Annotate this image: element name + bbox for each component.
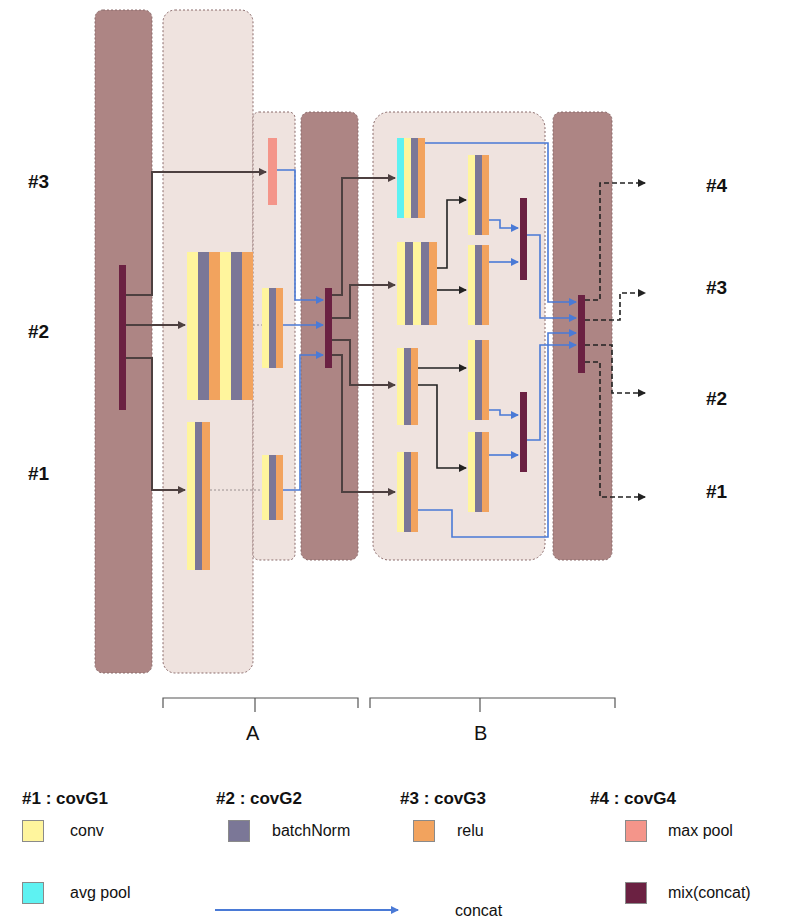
side-number: #2 xyxy=(28,322,49,343)
side-number: #1 xyxy=(706,482,727,503)
side-number: #3 xyxy=(706,278,727,299)
side-number: #2 xyxy=(706,389,727,410)
group-key: #4 : covG4 xyxy=(590,790,676,809)
legend-swatch xyxy=(22,882,44,904)
side-number: #3 xyxy=(28,172,49,193)
legend-text: avg pool xyxy=(70,884,131,902)
legend-swatch xyxy=(625,820,647,842)
legend-text: conv xyxy=(70,822,104,840)
part-letter: A xyxy=(246,722,259,744)
part-letter: B xyxy=(474,722,487,744)
legend-text: batchNorm xyxy=(272,822,350,840)
group-key: #2 : covG2 xyxy=(216,790,302,809)
legend-text: max pool xyxy=(668,822,733,840)
side-number: #1 xyxy=(28,464,49,485)
group-key: #1 : covG1 xyxy=(22,790,108,809)
legend-swatch xyxy=(625,882,647,904)
legend-swatch xyxy=(228,820,250,842)
side-number: #4 xyxy=(706,176,727,197)
group-key: #3 : covG3 xyxy=(400,790,486,809)
legend-text: concat xyxy=(455,902,502,920)
legend-swatch xyxy=(413,820,435,842)
legend-text: mix(concat) xyxy=(668,884,751,902)
legend-text: relu xyxy=(457,822,484,840)
legend-swatch xyxy=(22,820,44,842)
